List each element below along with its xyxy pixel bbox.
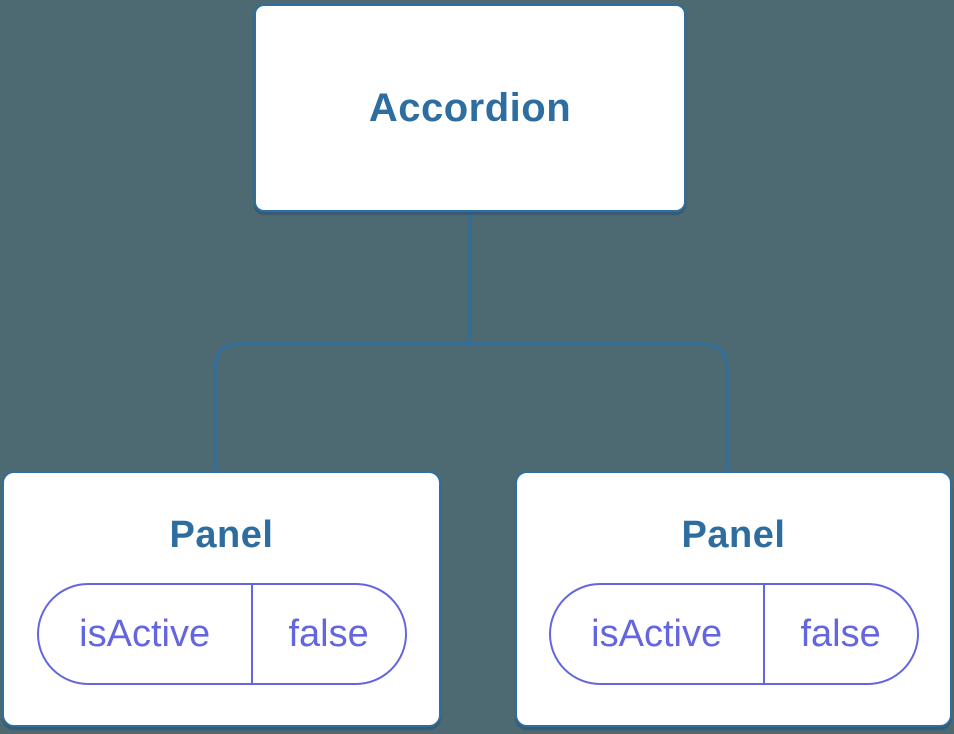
panel-1-node-label: Panel xyxy=(169,514,274,557)
panel-1-state-key-cell: isActive xyxy=(39,584,253,683)
panel-2-state-value-cell: false xyxy=(765,585,917,683)
panel-2-state-value: false xyxy=(800,612,881,655)
tree-node-panel-2: Panel isActive false xyxy=(515,471,952,727)
panel-1-state-pill: isActive false xyxy=(36,582,407,685)
panel-2-state-pill: isActive false xyxy=(548,582,919,685)
tree-node-accordion: Accordion xyxy=(254,4,686,212)
connector-branches xyxy=(213,342,729,472)
panel-1-state-value: false xyxy=(288,612,369,655)
panel-1-state-key: isActive xyxy=(79,612,211,655)
panel-1-state-value-cell: false xyxy=(253,585,405,683)
panel-2-node-label: Panel xyxy=(681,514,786,557)
accordion-node-label: Accordion xyxy=(368,86,572,130)
panel-2-state-key-cell: isActive xyxy=(551,584,765,683)
panel-2-state-key: isActive xyxy=(591,612,723,655)
tree-node-panel-1: Panel isActive false xyxy=(2,471,441,727)
